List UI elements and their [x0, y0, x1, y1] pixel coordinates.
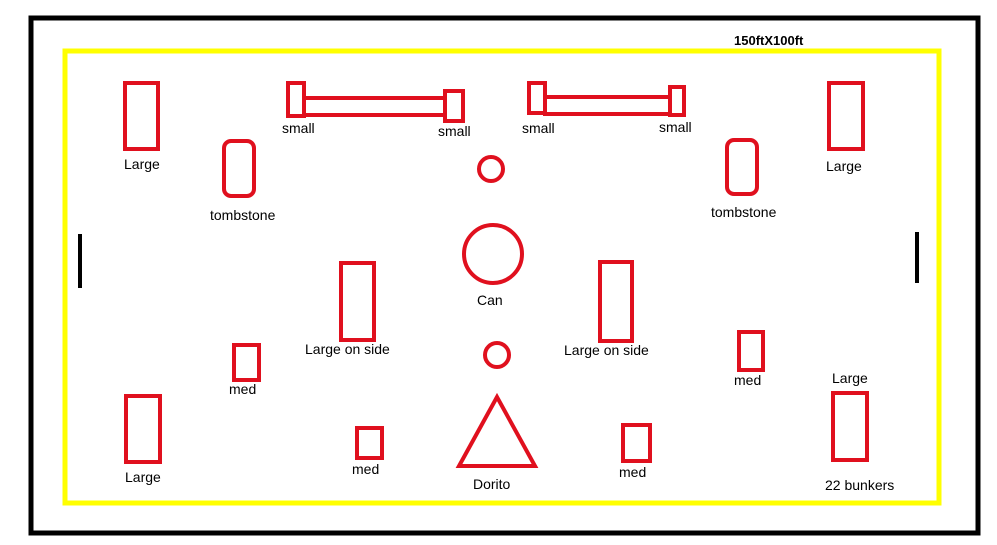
field-dimensions-label: 150ftX100ft: [734, 33, 804, 48]
label-med: med: [734, 372, 762, 388]
bunker-small-1: [286, 81, 306, 118]
bunker-med-left: [232, 343, 261, 382]
label-med: med: [352, 461, 380, 477]
bunker-small-4: [668, 85, 686, 117]
bunker-large-on-side-right: [598, 260, 634, 343]
label-med: med: [229, 381, 257, 397]
bunker-small-3: [527, 81, 547, 115]
label-large: Large: [826, 158, 862, 174]
bunker-tombstone-left: [222, 139, 256, 198]
bunker-med-bottom-right: [621, 423, 652, 463]
bunker-med-right: [737, 330, 765, 372]
bunker-tombstone-right: [725, 138, 759, 196]
label-large-on-side: Large on side: [564, 342, 649, 358]
label-large: Large: [124, 156, 160, 172]
bunker-can: [462, 223, 524, 285]
label-small: small: [438, 123, 471, 139]
bunker-small-2: [443, 89, 465, 123]
bunker-large-top-left: [123, 81, 160, 151]
outer-frame: [28, 15, 981, 536]
field-boundary: [62, 48, 942, 506]
label-large-on-side: Large on side: [305, 341, 390, 357]
label-med: med: [619, 464, 647, 480]
bunker-count-label: 22 bunkers: [825, 477, 895, 493]
label-small: small: [282, 120, 315, 136]
bunker-dorito: [455, 392, 539, 468]
bunker-large-on-side-left: [339, 261, 376, 342]
label-small: small: [522, 120, 555, 136]
label-tombstone: tombstone: [210, 207, 276, 223]
bunker-large-bottom-right: [831, 391, 869, 462]
label-tombstone: tombstone: [711, 204, 777, 220]
bunker-large-bottom-left: [124, 394, 162, 464]
label-large: Large: [832, 370, 868, 386]
label-large: Large: [125, 469, 161, 485]
bunker-med-bottom-left: [355, 426, 384, 460]
label-can: Can: [477, 292, 503, 308]
snake-left: [302, 96, 447, 117]
label-small: small: [659, 119, 692, 135]
bunker-large-top-right: [827, 81, 865, 151]
bunker-small-can-top: [477, 155, 505, 183]
bunker-small-can-bottom: [483, 341, 511, 369]
label-dorito: Dorito: [473, 476, 511, 492]
snake-right: [543, 95, 672, 116]
